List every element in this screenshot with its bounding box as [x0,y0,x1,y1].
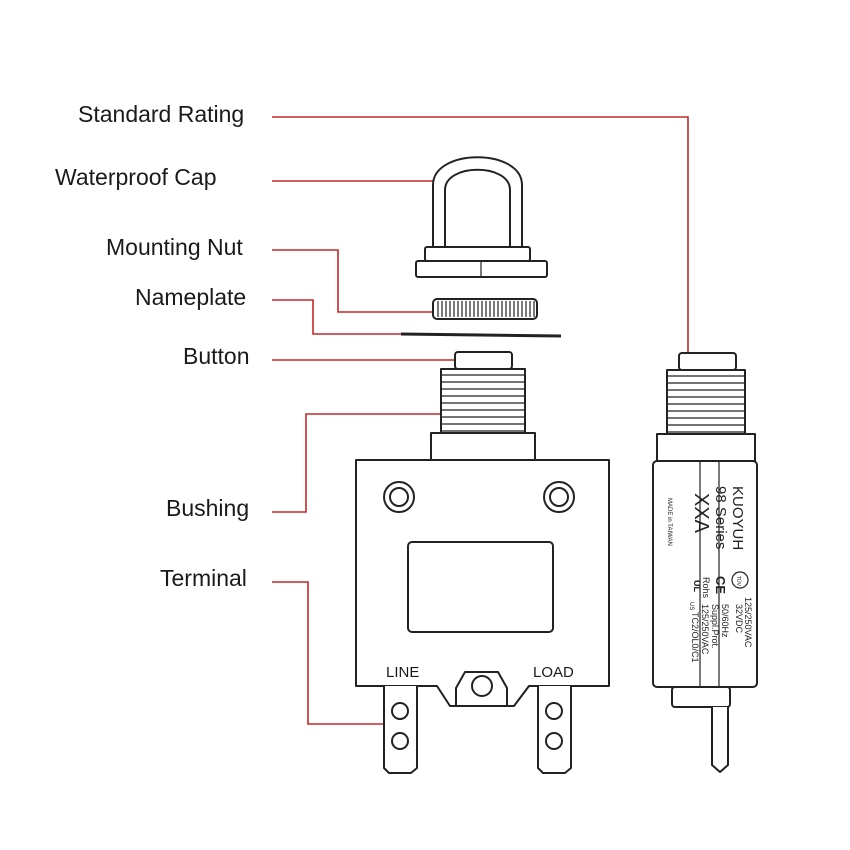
spec-5: 125/250VAC [700,604,710,655]
cert-tuv: TÜV [735,576,742,587]
side-brand: KUOYUH [729,486,746,550]
bushing [440,368,526,434]
mounting-nut [432,298,538,320]
leader-terminal [272,581,396,725]
callout-mounting-nut: Mounting Nut [106,234,243,260]
terminal-load [537,686,572,774]
tuv-mark-icon [731,571,749,589]
callout-button: Button [183,343,250,369]
leader-mounting-nut [272,249,440,313]
terminal-line [383,686,418,774]
callout-nameplate: Nameplate [135,284,246,310]
leader-nameplate [272,299,405,335]
side-series: 98 Series [712,486,729,549]
terminal-label-line: LINE [386,664,419,681]
cert-us: US [688,602,694,610]
side-made-in: MADE in TAIWAN [666,498,672,546]
callout-waterproof-cap: Waterproof Cap [55,164,217,190]
waterproof-cap [415,156,548,278]
spec-4: Suppl.Prot. [710,604,720,649]
breaker-side [652,352,758,773]
spec-2: 32VDC [734,604,744,634]
callout-standard-rating: Standard Rating [78,101,244,127]
button [454,351,513,370]
leader-bushing [272,413,464,513]
side-rating: XXA [690,493,712,534]
spec-3: 50/60Hz [720,604,730,638]
callout-bushing: Bushing [166,495,249,521]
side-rohs: Rohs [701,577,711,599]
side-label: KUOYUH 98 Series XXA MADE in TAIWAN TÜV … [666,486,753,663]
spec-6: TC2/OL0/C1 [690,612,700,663]
nameplate [400,332,562,338]
spec-1: 125/250VAC [743,597,753,648]
callout-terminal: Terminal [160,565,247,591]
terminal-label-load: LOAD [533,664,574,681]
cert-ce: CE [713,576,728,594]
breaker-front [355,351,610,774]
cert-ul: UL [692,580,702,592]
